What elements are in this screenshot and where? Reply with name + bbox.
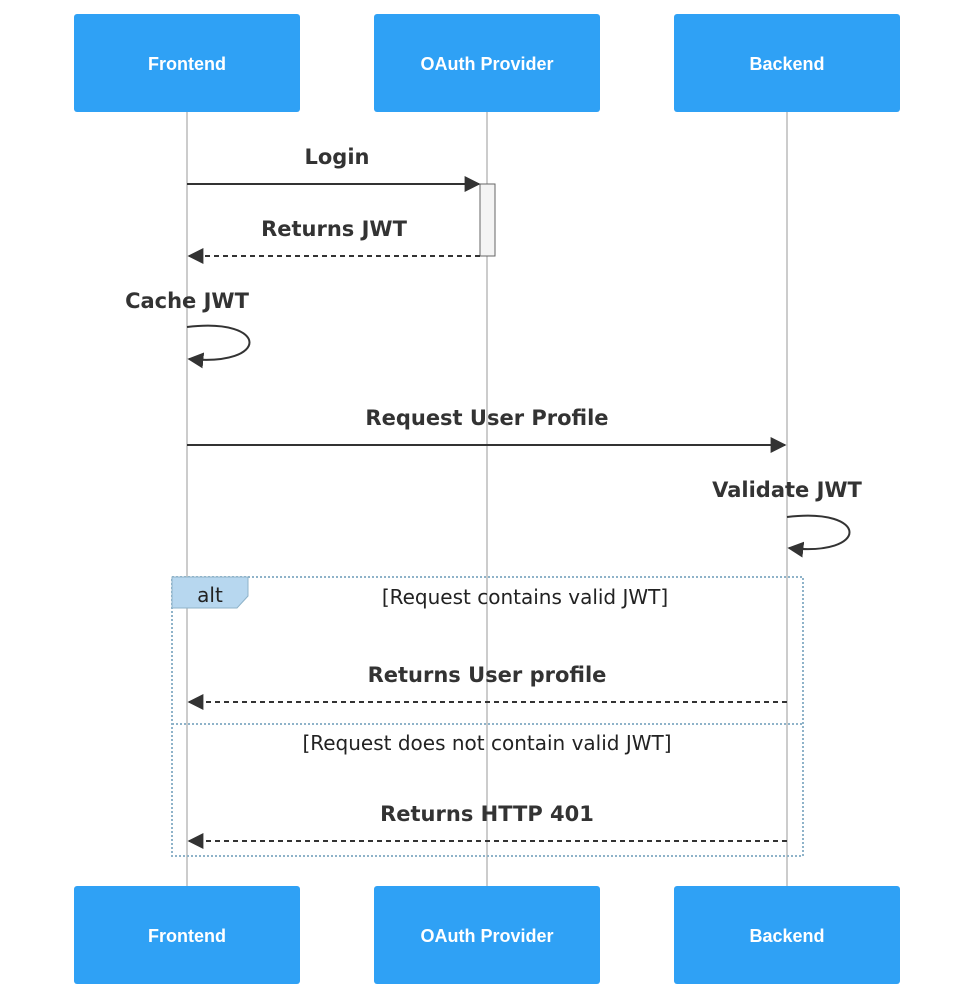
actor-backend-bottom[interactable]: Backend <box>674 886 900 984</box>
message-login-label: Login <box>305 145 370 169</box>
message-cache-jwt-arrow <box>186 324 251 369</box>
actor-oauth-top[interactable]: OAuth Provider <box>374 14 600 112</box>
message-request-profile-label: Request User Profile <box>365 406 608 430</box>
actor-frontend-top-label: Frontend <box>148 54 226 74</box>
alt-condition-valid: [Request contains valid JWT] <box>382 585 668 609</box>
alt-block-frame <box>171 576 804 857</box>
message-returns-profile-label: Returns User profile <box>368 663 607 687</box>
message-returns-401-label: Returns HTTP 401 <box>380 802 594 826</box>
actor-backend-top[interactable]: Backend <box>674 14 900 112</box>
message-validate-jwt-arrow <box>786 514 851 558</box>
alt-block-label: alt <box>197 583 223 607</box>
actor-oauth-bottom-label: OAuth Provider <box>420 926 553 946</box>
activation-oauth <box>479 183 496 257</box>
actor-frontend-top[interactable]: Frontend <box>74 14 300 112</box>
alt-condition-invalid: [Request does not contain valid JWT] <box>302 731 671 755</box>
actor-backend-bottom-label: Backend <box>749 926 824 946</box>
actor-oauth-bottom[interactable]: OAuth Provider <box>374 886 600 984</box>
alt-block-label-box <box>171 576 249 609</box>
actor-backend-top-label: Backend <box>749 54 824 74</box>
message-validate-jwt-label: Validate JWT <box>712 478 862 502</box>
actor-frontend-bottom[interactable]: Frontend <box>74 886 300 984</box>
message-returns-jwt-label: Returns JWT <box>261 217 407 241</box>
message-cache-jwt-label: Cache JWT <box>125 289 250 313</box>
actor-frontend-bottom-label: Frontend <box>148 926 226 946</box>
actor-oauth-top-label: OAuth Provider <box>420 54 553 74</box>
